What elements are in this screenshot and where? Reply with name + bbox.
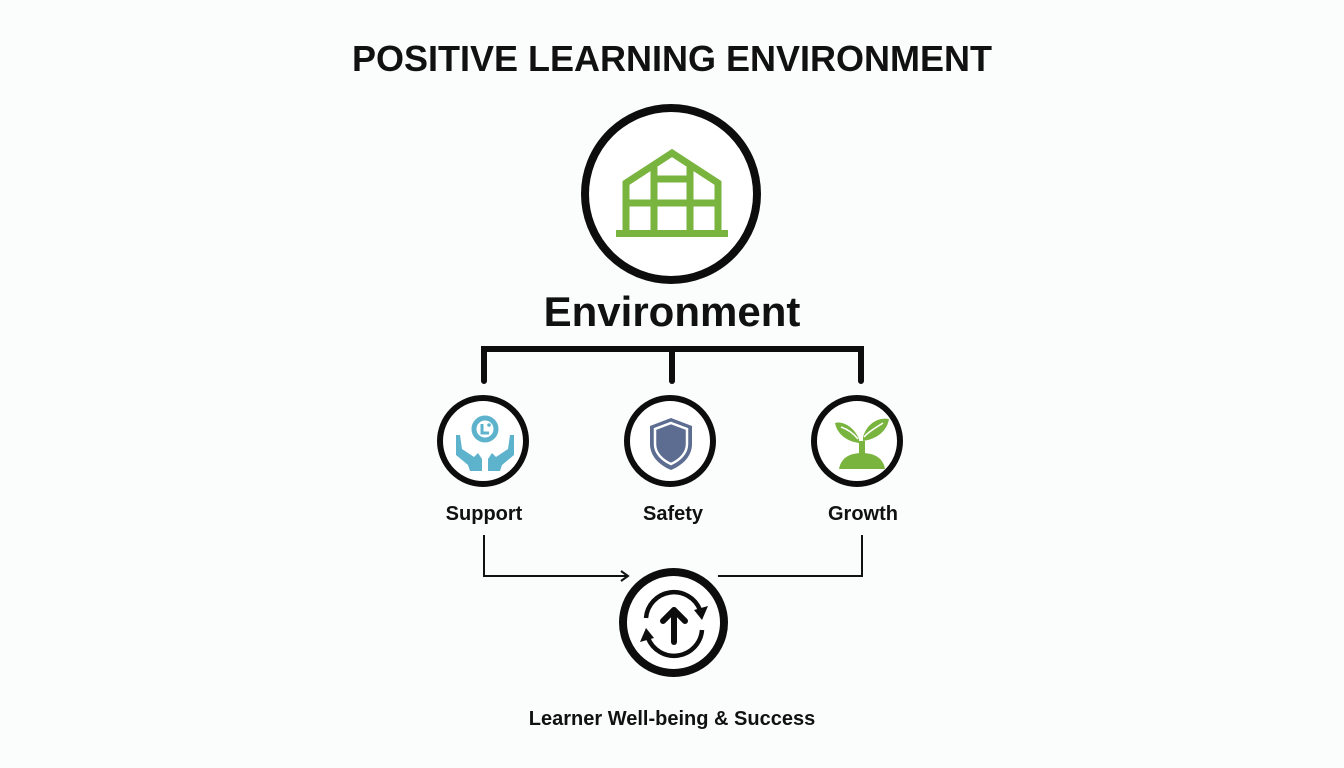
growth-to-outcome-line [718, 535, 863, 577]
support-label: Support [445, 503, 523, 525]
cycle-up-arrow-icon [640, 589, 708, 659]
diagram-title: POSITIVE LEARNING ENVIRONMENT [351, 38, 993, 79]
sprout-icon [835, 418, 889, 469]
growth-label: Growth [828, 503, 898, 525]
shield-icon [650, 418, 692, 470]
support-to-outcome-arrow [483, 535, 630, 582]
greenhouse-icon [616, 148, 728, 237]
growth-node-circle [811, 395, 903, 487]
safety-label: Safety [642, 503, 704, 525]
environment-hub-circle [581, 104, 761, 284]
caring-hands-icon [456, 415, 514, 471]
tree-bracket [481, 346, 864, 384]
environment-label: Environment [543, 288, 801, 335]
outcome-label: Learner Well-being & Success [528, 708, 816, 730]
